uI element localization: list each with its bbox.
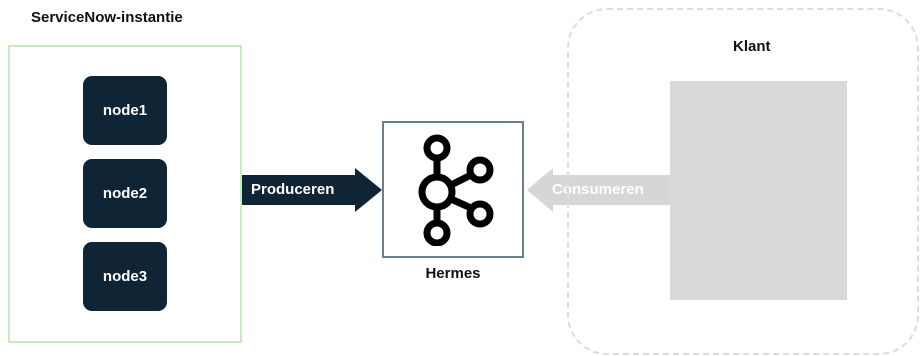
produce-label: Produceren xyxy=(251,181,335,198)
node-2: node2 xyxy=(83,159,167,228)
node-3: node3 xyxy=(83,242,167,311)
client-title: Klant xyxy=(733,38,771,55)
consume-label: Consumeren xyxy=(552,181,644,198)
client-consumer-box xyxy=(670,81,847,300)
client-container xyxy=(567,8,919,355)
kafka-logo-icon xyxy=(418,134,494,246)
produce-arrow xyxy=(242,168,382,212)
instance-container xyxy=(8,45,242,343)
consume-arrow xyxy=(527,168,670,212)
node-1: node1 xyxy=(83,76,167,145)
instance-title: ServiceNow-instantie xyxy=(31,9,183,26)
hermes-label: Hermes xyxy=(425,265,481,282)
